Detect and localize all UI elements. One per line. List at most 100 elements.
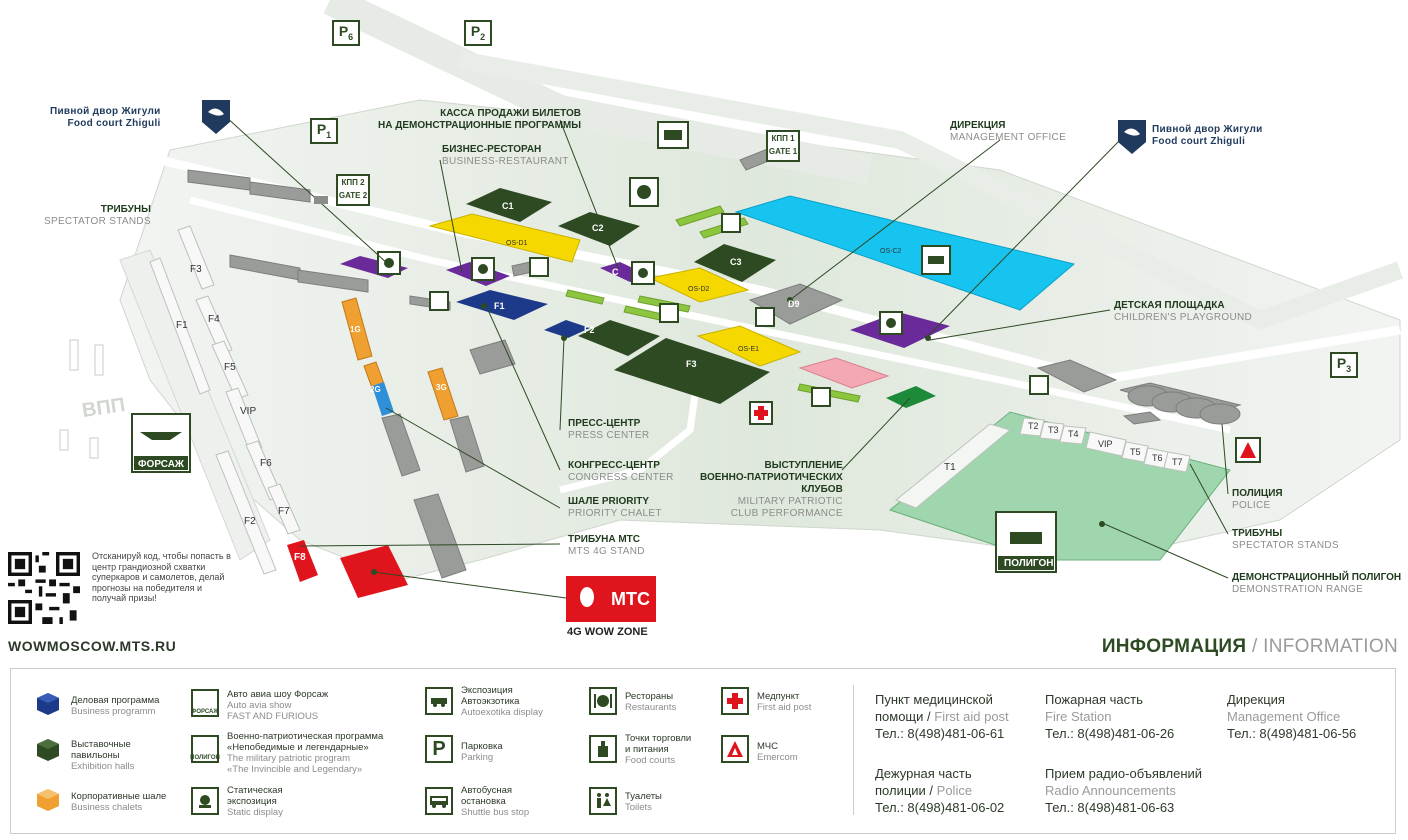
website-link[interactable]: WOWMOSCOW.MTS.RU (8, 638, 177, 654)
chalet-3g: 3G (436, 383, 447, 392)
right-stands (1019, 417, 1191, 473)
hall-f3-label: F3 (686, 359, 697, 369)
first-aid-legend-icon (721, 687, 749, 715)
hangars (1127, 385, 1241, 425)
emercom-legend-icon (721, 735, 749, 763)
road (189, 196, 1231, 434)
hall-c2 (558, 212, 640, 246)
os-c2-label: OS-C2 (880, 248, 902, 255)
runway-label: ВПП (80, 394, 127, 422)
stand-f2: F2 (244, 516, 256, 527)
hall-c1-label: C1 (502, 201, 514, 211)
shuttle-bus-legend-icon (425, 787, 453, 815)
stand-vip-left: VIP (240, 406, 257, 417)
qr-description: Отсканируй код, чтобы попасть в центр гр… (92, 551, 231, 603)
stand-t1: T1 (944, 462, 956, 473)
parking-p6: P6 (332, 20, 360, 46)
stand-f8 (287, 540, 318, 582)
shuttle-bus-icon (657, 121, 689, 149)
chalets (341, 297, 459, 421)
os-c2 (734, 195, 1076, 311)
hall-c2-label: C2 (592, 223, 604, 233)
chalet-2g: 2G (370, 385, 381, 394)
os-d1 (428, 213, 581, 263)
hall-f2-label: F2 (584, 325, 595, 335)
stand-t6: T6 (1152, 453, 1163, 463)
static-display-legend-icon (191, 787, 219, 815)
parking-p2: P2 (464, 20, 492, 46)
gate2-booth (314, 196, 328, 204)
stand-f8-label: F8 (294, 552, 306, 563)
exhibition-halls (466, 188, 776, 404)
os-e1-label: OS-E1 (738, 346, 760, 353)
hall-f1-label: F1 (494, 301, 505, 311)
toilets-legend-icon (589, 787, 617, 815)
exhibition-cube-icon (37, 739, 59, 761)
road (158, 155, 1401, 385)
military-club-area (886, 386, 936, 408)
stand-t5: T5 (1130, 447, 1141, 457)
food-court-shield-left (202, 100, 230, 134)
stand-t2: T2 (1028, 421, 1039, 431)
runway-markings (59, 339, 104, 459)
hall-c-label: C (612, 267, 619, 277)
qr-code[interactable] (8, 552, 80, 624)
os-d1-label: OS-D1 (506, 240, 528, 247)
food-court-legend-icon (589, 735, 617, 763)
road (458, 51, 1404, 330)
hall-f2 (578, 320, 660, 356)
os-d2 (648, 267, 750, 303)
mts-zone-label: 4G WOW ZONE (567, 626, 648, 638)
stand-f1: F1 (176, 320, 188, 331)
business-cube-icon (37, 693, 59, 715)
info-title: ИНФОРМАЦИЯ / INFORMATION (1101, 636, 1398, 657)
hall-f1 (456, 290, 548, 320)
restaurant-legend-icon (589, 687, 617, 715)
food-court-shield-right (1118, 120, 1146, 154)
stand-f6: F6 (260, 458, 272, 469)
stand-f4: F4 (208, 314, 220, 325)
hall-f3 (614, 338, 770, 404)
legend-divider (853, 685, 854, 815)
stand-f7: F7 (278, 506, 290, 517)
stand-t3: T3 (1048, 425, 1059, 435)
chalet-2g-blue (372, 382, 394, 416)
first-aid-icon (749, 401, 773, 425)
stand-f5: F5 (224, 362, 236, 373)
mts-logo: МТС (566, 576, 656, 622)
stand-f3: F3 (190, 264, 202, 275)
chalet-cube-icon (37, 789, 59, 811)
os-e1 (696, 325, 802, 367)
hall-f2-business (544, 320, 590, 338)
forsazh-icon: ФОРСАЖ (191, 689, 219, 717)
hall-c3 (694, 244, 776, 282)
